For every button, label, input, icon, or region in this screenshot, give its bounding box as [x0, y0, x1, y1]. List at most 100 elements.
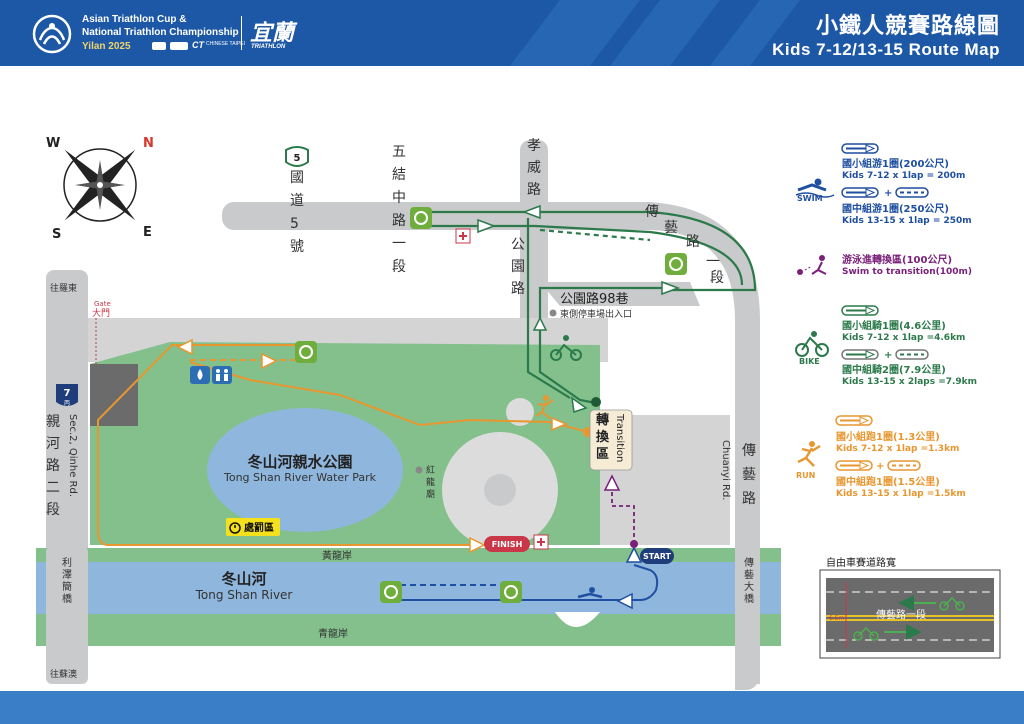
road-label-chuanyi-right: 傳藝路 [742, 443, 756, 507]
legend-bike-1-zh: 國小組騎1圈(4.6公里) [842, 321, 946, 332]
legend-swim-1-en: Kids 7-12 x 1lap = 200m [842, 171, 966, 181]
bike-turnaround-icon [410, 207, 432, 229]
legend-run-icon [797, 441, 821, 467]
finish-badge [484, 536, 530, 552]
road-label-wujie: 五結中路一段 [392, 144, 406, 275]
parking-block [90, 364, 138, 426]
route-shield-icon [56, 384, 78, 406]
bank-label-huanglong: 黃龍岸 [322, 549, 352, 562]
legend-swim-2-zh: 國中組游1圈(250公尺) [842, 204, 949, 215]
yilan-triathlon-logo-sub: TRIATHLON [251, 44, 286, 50]
transition-en-label: Transition [614, 413, 625, 462]
road-label-qinhe-en: Sec.2, Qinhe Rd. [67, 414, 78, 497]
bike-turnaround-icon [665, 253, 687, 275]
river-name-zh: 冬山河 [221, 570, 266, 588]
legend-swim-1-zh: 國小組游1圈(200公尺) [842, 159, 949, 170]
event-name-line2: National Triathlon Championship [82, 27, 239, 38]
page-title-en: Kids 7-12/13-15 Route Map [772, 40, 1000, 59]
swim-arrow-icon [616, 592, 633, 610]
route-map: N E S W [36, 136, 1001, 690]
road-label-to-luodong: 往羅東 [50, 282, 77, 294]
park-name-en: Tong Shan River Water Park [223, 471, 377, 484]
stopwatch-icon [229, 522, 241, 534]
event-name-line3: Yilan 2025 [82, 41, 131, 52]
inset-cyclist-icon [939, 596, 965, 611]
park-plaza-center [484, 474, 516, 506]
inset-title: 自由車賽道路寬 [826, 556, 896, 569]
compass-n-label: N [143, 136, 154, 151]
run-arrow-icon [176, 338, 193, 356]
runner-icon [535, 395, 554, 419]
event-logo-icon [32, 14, 72, 54]
bridge-label-chuanyi: 傳藝大橋 [744, 556, 754, 605]
legend-run-plus: + [876, 461, 884, 472]
transition-zh-label: 轉換區 [596, 412, 610, 462]
transition-box [589, 409, 633, 471]
legend-bike-label: BIKE [799, 357, 820, 366]
legend-swim-line-1 [841, 143, 879, 154]
compass-w-label: W [46, 136, 60, 151]
legend-bike-1-en: Kids 7-12 x 1lap =4.6km [842, 333, 966, 343]
bike-arrow-icon [521, 204, 541, 220]
legend-swim-line-2 [841, 187, 929, 198]
road-label-gongyuan98: 公園路98巷 [560, 291, 629, 307]
bike-arrow-icon [477, 218, 497, 234]
sponsor-logo-icon [152, 42, 166, 50]
legend-run-1-en: Kids 7-12 x 1lap =1.3km [836, 444, 960, 454]
park-lake [207, 408, 403, 532]
legend-swim-icon [795, 178, 835, 198]
event-name-line1: Asian Triathlon Cup & [82, 14, 187, 25]
sponsor-small-text: CHINESE TAIPEI [206, 41, 245, 47]
bike-exit-dot [591, 397, 601, 407]
bridge-lize [46, 546, 88, 684]
bridge-chuanyi [735, 546, 760, 684]
swim-route [399, 564, 659, 601]
cyclist-icon [550, 335, 582, 361]
road-label-chuanyi-upper: 傳藝路一段 [645, 204, 724, 286]
road-label-chuanyi-en: Chuanyi Rd. [720, 440, 731, 500]
bridge-label-lize: 利澤簡橋 [62, 557, 72, 605]
run-route [97, 344, 589, 546]
inset-road-label: 傳藝路一段 [876, 608, 926, 621]
bike-route [420, 210, 757, 405]
legend-bike-icon [795, 331, 829, 357]
road-label-gongyuan: 公園路 [511, 237, 525, 297]
compass-e-label: E [143, 225, 152, 240]
freeway-number-label: 5 [294, 153, 301, 164]
run-arrow-icon [551, 416, 568, 432]
swim-turnaround-icon [380, 581, 402, 603]
legend-bike-2-zh: 國中組騎2圈(7.9公里) [842, 365, 946, 376]
restroom-icon [212, 366, 232, 384]
swim-arrow-icon [625, 546, 643, 563]
bike-arrow-icon [571, 396, 588, 413]
legend-transition-zh: 游泳進轉換區(100公尺) [842, 255, 953, 266]
legend-bike-plus: + [884, 350, 892, 361]
page-title-zh: 小鐵人競賽路線圖 [815, 14, 1000, 39]
swim-to-transition-route [611, 490, 635, 544]
bike-arrow-icon [661, 280, 681, 296]
gate-zh-label: 大門 [92, 307, 110, 319]
water-station-icon [190, 366, 210, 384]
legend-bike-2-en: Kids 13-15 x 2laps =7.9km [842, 377, 978, 387]
road-width-inset [819, 569, 1001, 659]
header-bar: Asian Triathlon Cup & National Triathlon… [0, 0, 1024, 66]
legend-run-2-zh: 國中組跑1圈(1.5公里) [836, 477, 940, 488]
legend-run-2-en: Kids 13-15 x 1lap =1.5km [836, 489, 966, 499]
roundabout [506, 398, 534, 426]
start-label: START [643, 552, 672, 561]
road-label-to-suao: 往蘇澳 [50, 668, 77, 680]
run-arrow-icon [261, 352, 278, 370]
header-divider [241, 16, 242, 50]
legend-transition-en: Swim to transition(100m) [842, 267, 973, 277]
east-parking-label: 東側停車場出入口 [560, 308, 632, 320]
legend-swim-plus: + [884, 188, 892, 199]
route7-sub: 丙 [64, 400, 70, 407]
park-name-zh: 冬山河親水公園 [247, 453, 352, 471]
sponsor-logo-icon [170, 42, 188, 50]
bank-label-qinglong: 青龍岸 [318, 627, 348, 640]
first-aid-icon [533, 534, 549, 550]
legend-swim-2-en: Kids 13-15 x 1lap = 250m [842, 216, 972, 226]
gate-en-label: Gate [94, 300, 111, 308]
yilan-triathlon-logo: 宜蘭 [250, 20, 295, 46]
